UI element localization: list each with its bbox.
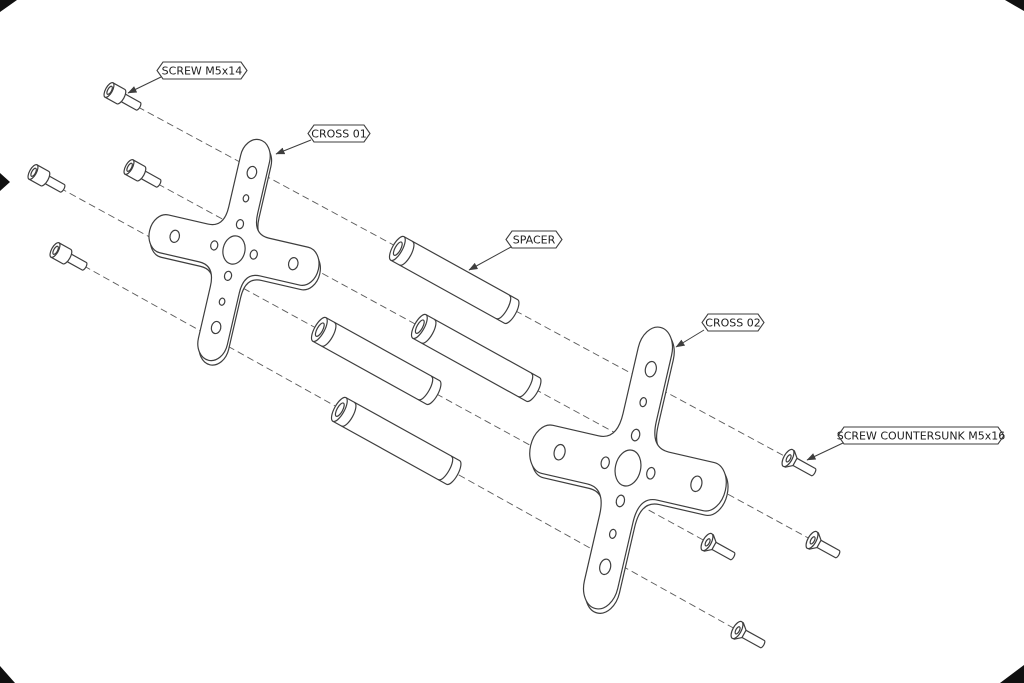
scan-mark bbox=[0, 0, 17, 12]
leader-spacer bbox=[468, 246, 512, 271]
cap-screw-3 bbox=[121, 157, 165, 192]
callout-box bbox=[307, 124, 371, 143]
countersunk-screw-1 bbox=[779, 446, 821, 482]
cap-screw-4 bbox=[47, 240, 91, 275]
callout-box bbox=[837, 426, 1005, 445]
callout-box bbox=[701, 313, 765, 332]
cross-02-tip-hole bbox=[689, 475, 703, 493]
callout-box bbox=[156, 61, 248, 80]
scan-mark bbox=[0, 173, 10, 191]
cross-01-hole bbox=[210, 240, 219, 251]
cross-01-hole bbox=[219, 298, 226, 306]
cross-02-hole bbox=[615, 494, 626, 507]
cross-01-tip-hole bbox=[287, 257, 299, 271]
leader-lines bbox=[127, 76, 844, 461]
leader-screw-countersunk bbox=[806, 442, 844, 461]
assembly-axes bbox=[59, 106, 813, 631]
cross-02-tip-hole bbox=[598, 558, 612, 576]
scan-mark bbox=[1005, 0, 1024, 11]
cross-01-hole bbox=[224, 271, 233, 282]
callout-label: SPACER bbox=[513, 234, 556, 247]
callout-label: CROSS 02 bbox=[705, 317, 760, 330]
cross-02-tip-hole bbox=[553, 443, 567, 461]
callout-cross-01: CROSS 01 bbox=[307, 124, 371, 143]
cross-02-hole bbox=[630, 428, 641, 441]
callout-label: CROSS 01 bbox=[311, 128, 366, 141]
cross-01-plate bbox=[123, 119, 346, 385]
cap-screw-2 bbox=[25, 162, 69, 197]
assembly-axis-line bbox=[83, 265, 738, 631]
cross-02-hole bbox=[609, 529, 617, 539]
cross-01-tip-hole bbox=[210, 321, 222, 335]
spacer-1 bbox=[385, 233, 523, 327]
cross-02-plate bbox=[497, 304, 761, 637]
cross-02-hole bbox=[639, 397, 647, 407]
cross-01-center-hole bbox=[220, 234, 248, 267]
callout-screw-m5x14: SCREW M5x14 bbox=[156, 61, 248, 80]
callout-label: SCREW COUNTERSUNK M5x16 bbox=[837, 430, 1006, 443]
cross-02-tip-hole bbox=[644, 360, 658, 378]
cross-02-hole bbox=[646, 467, 657, 480]
countersunk-screw-2 bbox=[698, 530, 740, 566]
callout-box bbox=[505, 230, 563, 249]
countersunk-screw-4 bbox=[728, 618, 770, 654]
cross-01-tip-hole bbox=[246, 165, 258, 179]
cap-screw-1 bbox=[101, 80, 145, 115]
cross-02-center-hole bbox=[612, 447, 645, 488]
scan-mark bbox=[1000, 665, 1024, 683]
callout-label: SCREW M5x14 bbox=[162, 65, 243, 78]
cross-02-hole bbox=[600, 456, 611, 469]
cross-01-hole bbox=[242, 194, 249, 202]
spacer-4 bbox=[327, 394, 465, 488]
callout-spacer: SPACER bbox=[505, 230, 563, 249]
cross-01-tip-hole bbox=[169, 229, 181, 243]
cross-01-hole bbox=[236, 219, 245, 230]
scan-mark bbox=[0, 666, 15, 683]
countersunk-screw-3 bbox=[803, 528, 845, 564]
leader-cross-02 bbox=[675, 329, 705, 348]
callout-cross-02: CROSS 02 bbox=[701, 313, 765, 332]
leader-cross-01 bbox=[275, 139, 312, 155]
cross-01-hole bbox=[249, 249, 258, 260]
callout-screw-countersunk-m5x16: SCREW COUNTERSUNK M5x16 bbox=[837, 426, 1006, 445]
leader-screw-m5x14 bbox=[127, 76, 162, 94]
